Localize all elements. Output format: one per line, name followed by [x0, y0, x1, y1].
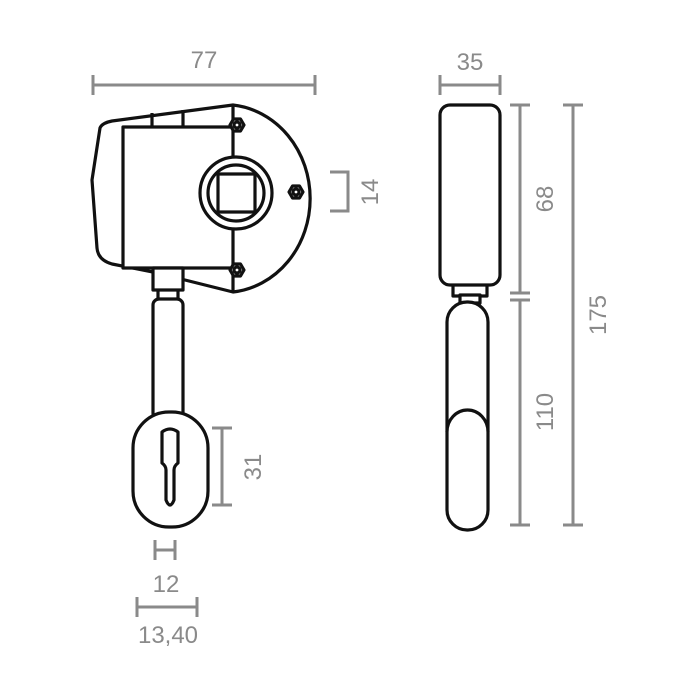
dimension-width: 77	[91, 47, 317, 95]
dimension-label: 31	[240, 454, 267, 481]
dimension-label: 175	[585, 295, 612, 335]
dimension-slot-width: 12	[153, 540, 180, 598]
dimension-label: 77	[191, 47, 218, 74]
dimension-label: 13,40	[138, 622, 198, 649]
side-housing	[438, 103, 502, 287]
handle-shaft	[151, 297, 185, 421]
dimension-label: 68	[532, 186, 559, 213]
dimension-eye-width: 13,40	[135, 597, 199, 649]
side-grip-edge	[445, 408, 490, 433]
dimension-depth: 35	[438, 49, 502, 95]
front-view	[90, 103, 312, 529]
square-drive	[216, 172, 257, 214]
side-view	[438, 103, 502, 532]
dimension-label: 12	[153, 571, 180, 598]
dimension-label: 35	[457, 49, 484, 76]
keyhole-slot	[160, 427, 180, 507]
dimension-body-height: 68	[510, 103, 559, 295]
dimension-handle-length: 110	[510, 298, 559, 527]
hex-nut-icon	[228, 262, 246, 278]
dimension-label: 110	[532, 393, 559, 431]
dimension-label: 14	[357, 179, 384, 206]
hex-nut-icon	[287, 184, 305, 200]
output-block	[151, 266, 185, 292]
dimension-eye-length: 31	[212, 426, 267, 507]
dimension-total-height: 175	[563, 103, 612, 527]
hex-nut-icon	[228, 117, 246, 133]
dimension-hub-offset: 14	[330, 170, 384, 213]
